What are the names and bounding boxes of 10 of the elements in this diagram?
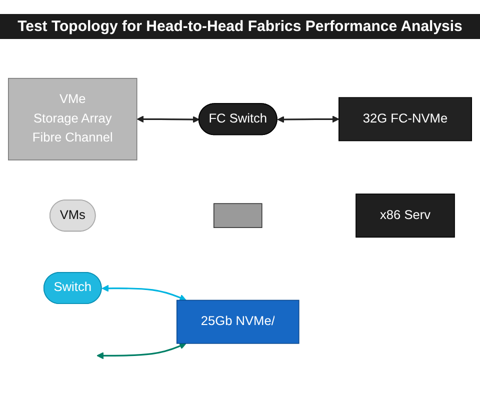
node-bar	[213, 203, 262, 228]
title-banner: Test Topology for Head-to-Head Fabrics Performance Analysis	[0, 14, 480, 39]
node-box: 32G FC-NVMe	[338, 97, 472, 142]
node-box: x86 Serv	[356, 194, 455, 238]
node-box: 25Gb NVMe/	[176, 300, 300, 344]
arrow	[96, 342, 186, 360]
node-box: VMe Storage Array Fibre Channel	[8, 78, 138, 160]
arrow	[136, 116, 200, 124]
arrow	[277, 116, 340, 124]
arrow	[102, 284, 186, 302]
